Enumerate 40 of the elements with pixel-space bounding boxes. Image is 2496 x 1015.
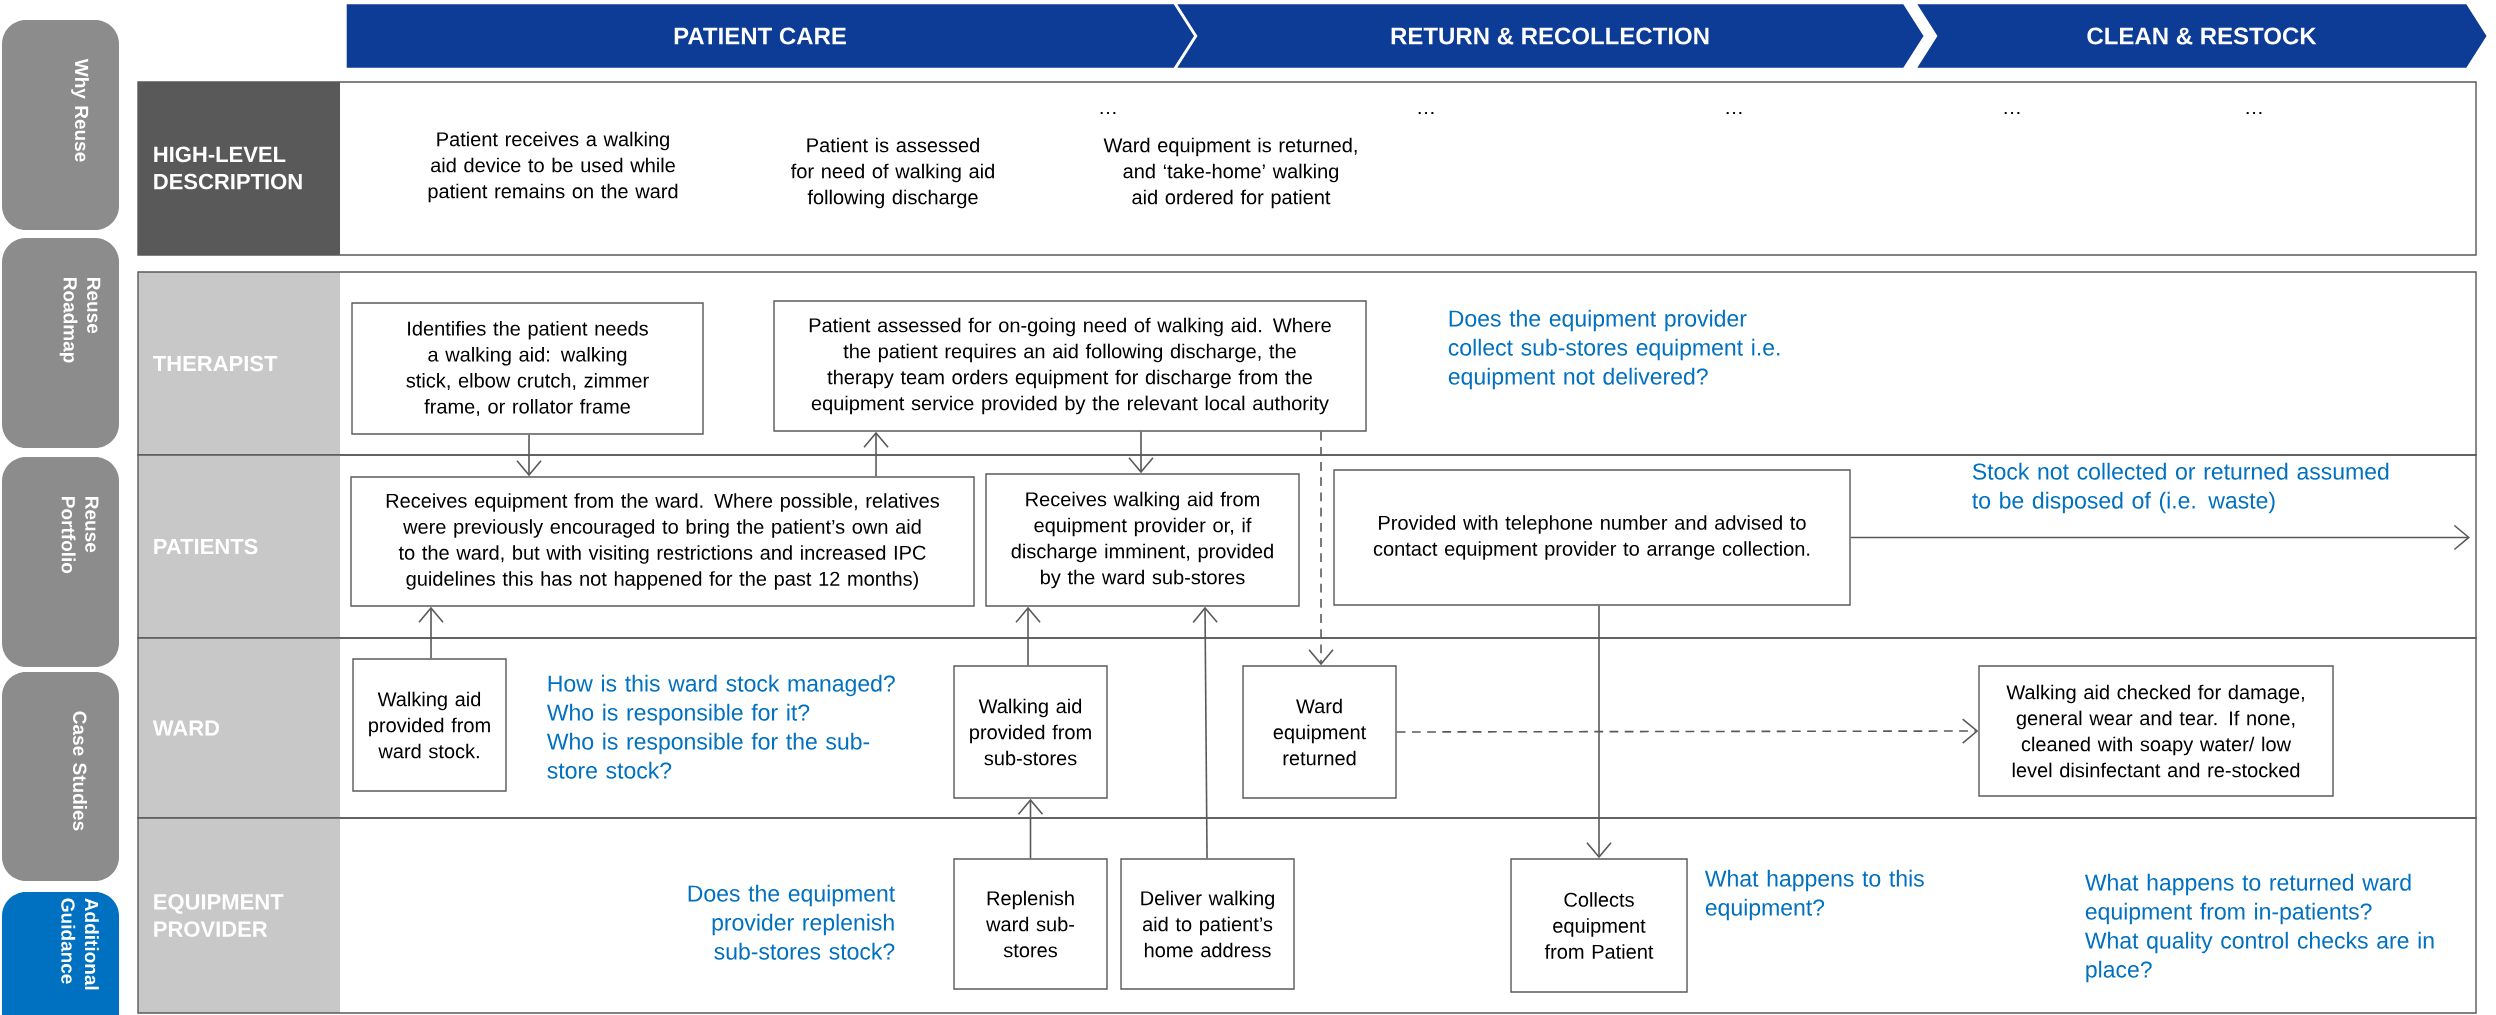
- question-note: Who is responsible for the sub-store stock?: [546, 732, 870, 779]
- side-tab: Reuse Portfolio: [2, 457, 119, 667]
- phase-banner: PATIENT CARE: [344, 1, 1197, 71]
- arrow: [418, 606, 444, 660]
- question-note: What happens to this equipment?: [1704, 869, 1924, 921]
- process-box: Provided with telephone number and advised to contact equipment provider to arrange collection.: [1333, 469, 1851, 606]
- phase-banner: CLEAN & RESTOCK: [1912, 1, 2490, 71]
- process-box: Ward equipment returned: [1242, 665, 1397, 799]
- process-box: Receives walking aid from equipment provider or, if discharge imminent, provided by the ward sub-stores: [985, 473, 1300, 607]
- arrow: [1128, 430, 1154, 474]
- process-box: Walking aid provided from ward stock.: [352, 658, 507, 792]
- process-box: Identifies the patient needs a walking aid: walking stick, elbow crutch, zimmer frame, or rollator frame: [351, 302, 704, 435]
- description-row: HIGH-LEVEL DESCRIPTION Patient receives a walking aid device to be used while patient remains on the ward Patient is assessed for need of walking aid following discharge … Ward equipment is returned, and ‘take-home’ walking aid ordered for patient … … … …: [137, 81, 2477, 256]
- arrow: [1017, 798, 1044, 860]
- process-box: Receives equipment from the ward. Where possible, relatives were previously encouraged to bring the patient’s own aid to the ward, but with visiting restrictions and increased IPC guidelines this has not happened for the past 12 months): [350, 476, 975, 607]
- question-note: Stock not collected or returned assumed to be disposed of (i.e. waste): [1972, 462, 2389, 514]
- arrow: [1192, 606, 1218, 860]
- side-tab: Why Reuse: [2, 20, 119, 230]
- process-box: Walking aid provided from sub-stores: [953, 665, 1108, 799]
- question-note: What happens to returned ward equipment from in-patients?: [2084, 873, 2411, 925]
- question-note: How is this ward stock managed?: [548, 674, 895, 697]
- side-tab: Additional Guidance: [2, 892, 119, 1015]
- arrow: [1586, 604, 1612, 859]
- process-box: Patient assessed for on-going need of walking aid. Where the patient requires an aid following discharge, the therapy team orders equipment for discharge from the equipment service provided by the relevant local authority: [773, 300, 1367, 432]
- question-note: What quality control checks are in place?: [2084, 931, 2434, 983]
- question-note: Who is responsible for it?: [546, 703, 810, 726]
- phase-banner: RETURN & RECOLLECTION: [1172, 1, 1927, 71]
- arrow: [1395, 718, 1979, 744]
- arrow: [1308, 430, 1334, 666]
- question-note: Does the equipment provider collect sub-stores equipment i.e. equipment not delivered?: [1448, 309, 1780, 390]
- arrow: [1015, 606, 1041, 667]
- process-box: Collects equipment from Patient: [1510, 858, 1688, 993]
- side-tab: Reuse Roadmap: [2, 238, 119, 448]
- side-tab: Case Studies: [2, 672, 119, 881]
- arrow: [863, 431, 889, 478]
- question-note: Does the equipment provider replenish sub-stores stock?: [688, 884, 895, 960]
- process-box: Deliver walking aid to patient’s home address: [1120, 858, 1295, 990]
- arrow: [1849, 524, 2470, 551]
- process-box: Replenish ward sub-stores: [953, 858, 1108, 990]
- process-box: Walking aid checked for damage, general wear and tear. If none, cleaned with soapy water/ low level disinfectant and re-stocked: [1978, 665, 2334, 797]
